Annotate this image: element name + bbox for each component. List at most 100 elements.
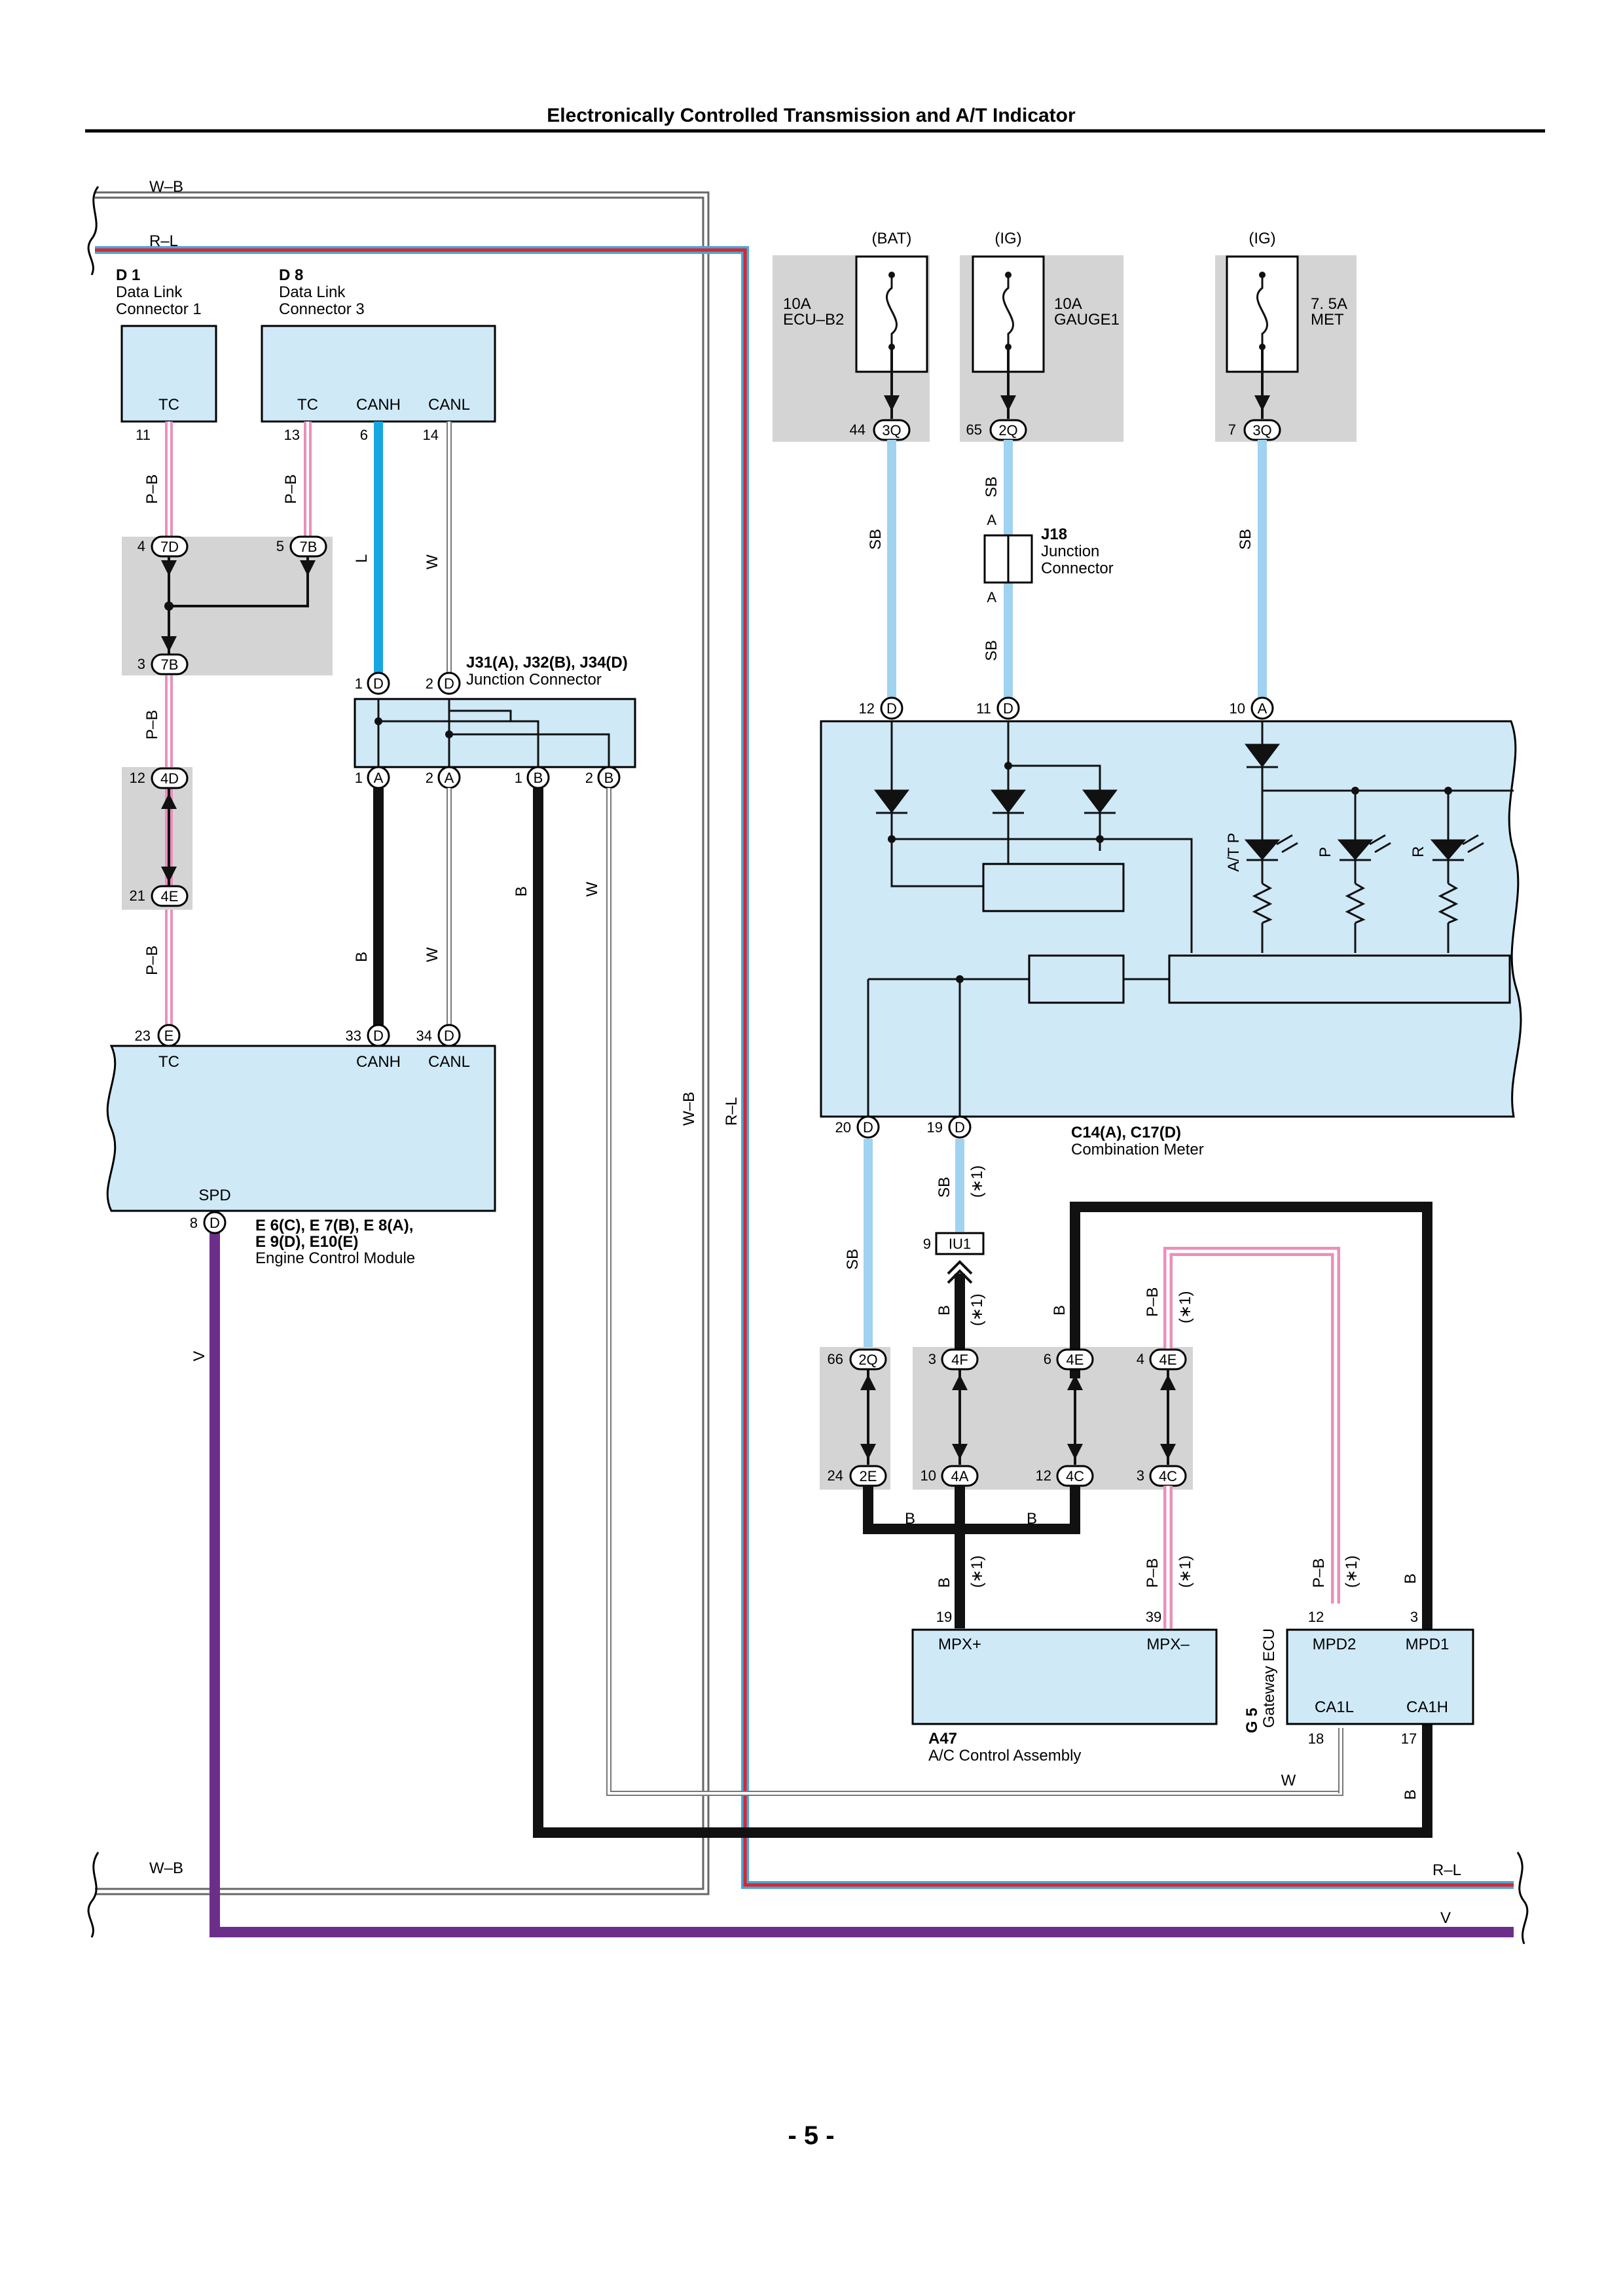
meter-diode-3: [1082, 789, 1118, 814]
pin-7b2-3: 3: [137, 656, 145, 672]
pin-2q-66-num: 66: [828, 1351, 843, 1367]
ecm-terminal-spd: SPD: [198, 1187, 230, 1204]
wire-label-l: L: [353, 554, 371, 563]
junction-dot-7: [164, 601, 173, 611]
pin-d8-14: 14: [423, 427, 439, 443]
pin-j-d2-num: 2: [426, 675, 433, 692]
wire-label-b1: B: [353, 952, 371, 962]
meter-pins: 12 D 11 D 10 A 20 D 19 D: [835, 696, 1274, 1139]
wire-label-pb3: P–B: [143, 710, 161, 740]
wire-label-sb7: SB: [844, 1249, 862, 1270]
wire-label-pb7-star: (∗1): [1343, 1556, 1360, 1588]
connector-7b-bottom-oval: [151, 653, 189, 675]
fuse-met: (IG) 7. 5A MET: [1226, 230, 1347, 373]
g5-terminal-mpd2: MPD2: [1313, 1636, 1357, 1653]
pin-m20-label: D: [863, 1119, 873, 1136]
v-bus-wire: [210, 1224, 1514, 1937]
pin-j-b1-label: B: [534, 770, 543, 786]
pin-4a-10-label: 4A: [951, 1468, 969, 1484]
wire-label-pb6-star: (∗1): [1176, 1556, 1194, 1588]
fuse-gauge1-element: [1002, 275, 1014, 347]
d8-code: D 8: [279, 266, 303, 284]
meter-led-at: [1244, 834, 1298, 861]
pin-m12-num: 12: [859, 700, 875, 717]
pin-j-b2-num: 2: [585, 770, 593, 786]
pin-4e-4-num: 4: [1137, 1351, 1144, 1367]
fuse-gauge1-rating: 10A: [1054, 295, 1082, 313]
wire-label-b7-star: (∗1): [968, 1556, 986, 1588]
wire-label-w3: W: [583, 882, 601, 897]
pin-m19-label: D: [955, 1119, 965, 1136]
fuse-met-element: [1256, 275, 1268, 347]
pin-4e-6-oval: [1056, 1348, 1094, 1371]
pin-a47-39: 39: [1146, 1609, 1161, 1625]
pin-d1-11: 11: [136, 427, 151, 443]
wire-label-wb-bottom: W–B: [149, 1859, 183, 1877]
connector-4e-left: 21 4E: [130, 885, 189, 907]
pin-j-a2-label: A: [445, 770, 454, 786]
meter-ic-2: [1028, 954, 1125, 1004]
g5-name: Gateway ECU: [1260, 1628, 1278, 1728]
wire-label-pb5-star: (∗1): [1176, 1291, 1194, 1323]
wire-label-v: V: [191, 1351, 208, 1361]
fuse-ecu-b2-rating: 10A: [783, 295, 811, 313]
wire-label-rl-vertical: R–L: [723, 1097, 740, 1126]
wire-label-v-bottom: V: [1440, 1909, 1451, 1927]
break-mark-bottom-right: [1516, 1852, 1529, 1945]
b-wire-lower-bus: [863, 1486, 1080, 1628]
fuse-ecu-b2-name: ECU–B2: [783, 311, 844, 329]
page-number: - 5 -: [788, 2121, 834, 2150]
pin-2e-24-label: 2E: [860, 1468, 877, 1484]
fuse-gauge1-dot-top: [1005, 272, 1012, 278]
pin-m12-label: D: [886, 700, 897, 717]
component-d8: D 8 Data Link Connector 3 TC CANH CANL: [261, 266, 496, 423]
a47-code: A47: [928, 1730, 957, 1748]
fuse-arrow-2: [1000, 395, 1016, 411]
pin-m11-circle: [996, 696, 1020, 720]
wire-label-sb1: SB: [867, 529, 884, 550]
pin-iu1-9: 9: [923, 1236, 931, 1252]
wire-label-wb-vertical: W–B: [680, 1092, 698, 1126]
wire-label-wb-top: W–B: [149, 178, 183, 196]
wire-label-sb2: SB: [983, 476, 1000, 497]
meter-ic-3: [1168, 954, 1511, 1004]
component-j31: J31(A), J32(B), J34(D) Junction Connecto…: [354, 654, 636, 776]
pin-4e-4-label: 4E: [1159, 1352, 1177, 1368]
ecm-body: [106, 1045, 496, 1212]
d8-name-line1: Data Link: [279, 283, 346, 301]
pin-4e-6-label: 4E: [1067, 1352, 1084, 1368]
pin-d34-circle: [437, 1024, 461, 1047]
j31-dot-1: [374, 717, 382, 725]
pin-d8-num: 8: [190, 1215, 198, 1231]
wire-label-w5: W: [1281, 1772, 1296, 1789]
wire-label-b3-star: (∗1): [968, 1294, 986, 1326]
d1-name-line2: Connector 1: [116, 300, 202, 318]
wire-label-b2: B: [513, 886, 530, 897]
connector-iu1-chevron: [947, 1260, 973, 1284]
pin-d34-num: 34: [416, 1028, 432, 1044]
pin-d8-13: 13: [284, 427, 300, 443]
pin-d33-num: 33: [346, 1028, 361, 1044]
connector-7d: 4 7D: [137, 535, 189, 558]
pin-4a-10-num: 10: [921, 1467, 936, 1484]
arrow-4e-down: [161, 867, 177, 882]
pin-m12-circle: [880, 696, 903, 720]
pin-4f-3-oval: [941, 1348, 979, 1371]
pin-2e-24-num: 24: [828, 1467, 843, 1484]
meter-indicator-r: R: [1410, 846, 1427, 857]
pin-m10-circle: [1250, 696, 1274, 720]
fuse-ecu-b2-source: (BAT): [872, 230, 912, 247]
ecm-code-line2: E 9(D), E10(E): [255, 1233, 358, 1251]
meter-name: Combination Meter: [1071, 1141, 1204, 1158]
meter-ic-1: [982, 863, 1125, 912]
wire-label-pb2: P–B: [282, 475, 300, 504]
component-g5: 12 3 MPD2 MPD1 CA1L CA1H 18 17 G 5 Gatew…: [1243, 1609, 1474, 1747]
a47-body: [911, 1628, 1218, 1725]
pin-4e-21: 21: [130, 888, 145, 904]
lower-junction-lines: [867, 1368, 1169, 1465]
fuse-gauge1-name: GAUGE1: [1054, 311, 1120, 329]
pin-2q-65-num: 65: [966, 422, 982, 438]
meter-diode-4: [1245, 744, 1280, 768]
rl-bus-wire: [95, 246, 1514, 1889]
connector-iu1-body: [935, 1232, 985, 1255]
